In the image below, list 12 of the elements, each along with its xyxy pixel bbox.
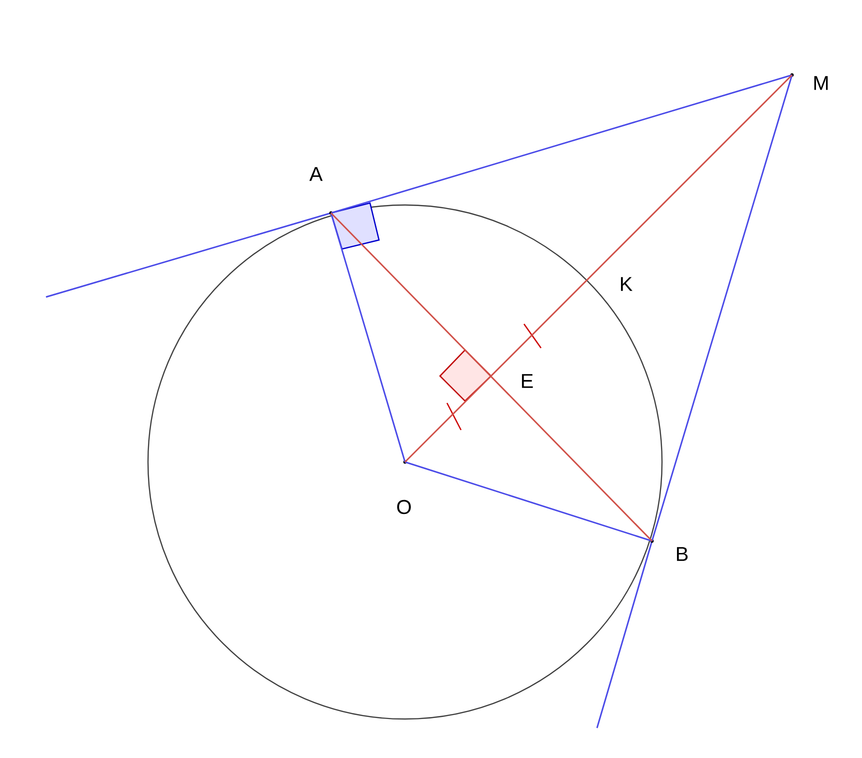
line-segment xyxy=(330,212,653,542)
point-label: A xyxy=(309,167,333,215)
point-label: M xyxy=(790,73,828,90)
line-segment xyxy=(330,74,792,214)
line-segment xyxy=(404,74,793,463)
line-segment xyxy=(651,74,793,542)
point-label: B xyxy=(650,539,688,561)
line-segment xyxy=(330,212,406,462)
point-label: E xyxy=(522,374,533,388)
line-segment xyxy=(404,461,652,542)
point-label: K xyxy=(620,277,632,291)
point-label: O xyxy=(397,460,411,514)
